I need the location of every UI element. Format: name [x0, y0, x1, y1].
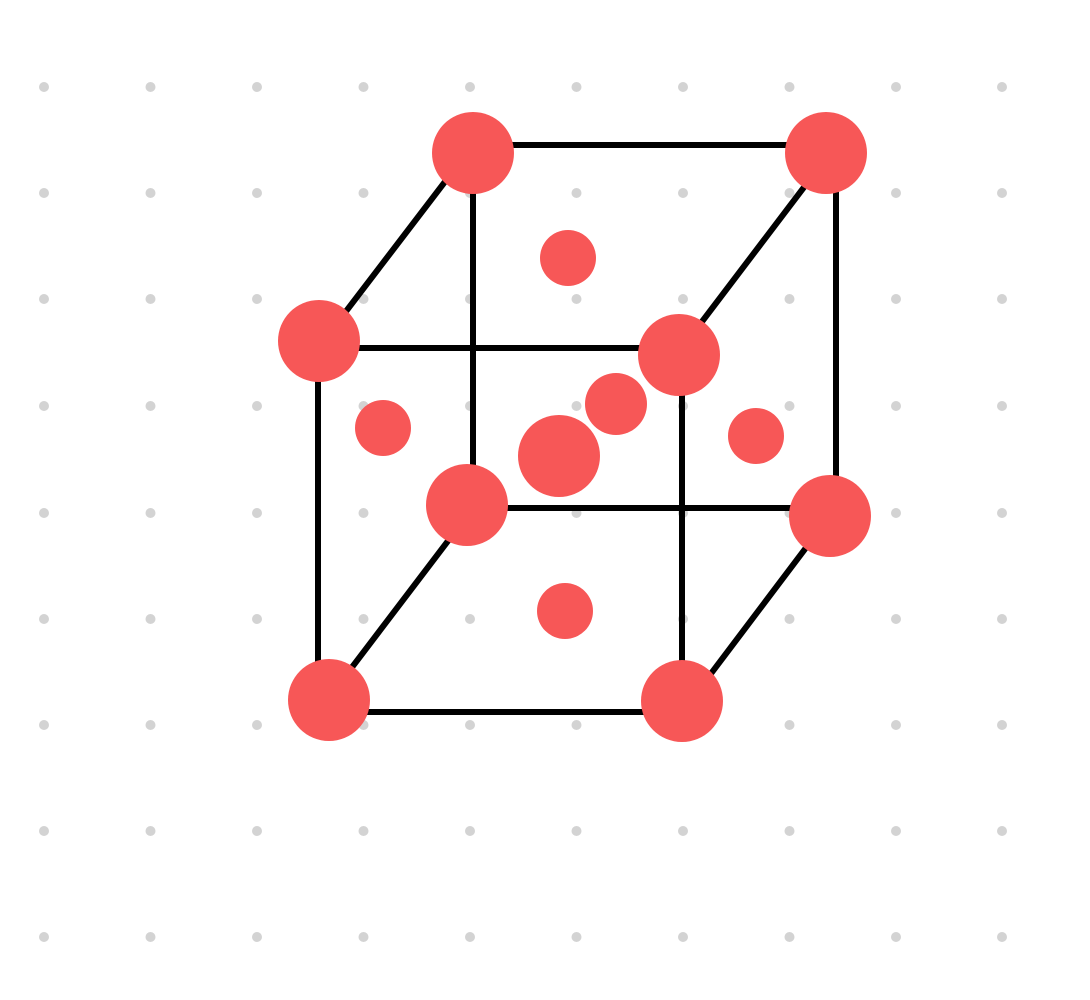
grid-dot — [465, 826, 475, 836]
grid-dot — [678, 82, 688, 92]
grid-dot — [252, 82, 262, 92]
grid-dot — [891, 294, 901, 304]
atom-face-right — [728, 408, 784, 464]
grid-dot — [39, 294, 49, 304]
grid-dot — [465, 614, 475, 624]
grid-dot — [571, 932, 582, 942]
atom-corner-front-top-left — [278, 300, 360, 382]
grid-dot — [145, 188, 156, 198]
grid-dot — [891, 401, 901, 411]
grid-dot — [252, 508, 262, 518]
grid-dot — [678, 188, 688, 198]
atom-corner-front-bottom-left — [288, 659, 370, 741]
grid-dot — [39, 720, 49, 730]
face-center-atoms — [355, 230, 784, 639]
grid-dot — [997, 508, 1007, 518]
atom-face-top — [540, 230, 596, 286]
grid-dot — [571, 720, 582, 730]
grid-dot — [891, 614, 901, 624]
grid-dot — [678, 932, 688, 942]
grid-dot — [465, 932, 475, 942]
grid-dot — [891, 720, 901, 730]
grid-dot — [252, 826, 262, 836]
grid-dot — [997, 401, 1007, 411]
grid-dot — [465, 720, 475, 730]
grid-dot — [891, 188, 901, 198]
grid-dot — [145, 294, 156, 304]
grid-dot — [891, 826, 901, 836]
grid-dot — [145, 508, 156, 518]
grid-dot — [784, 188, 795, 198]
grid-dot — [252, 614, 262, 624]
grid-dot — [784, 826, 795, 836]
grid-dot — [39, 82, 49, 92]
atom-face-left — [355, 400, 411, 456]
grid-dot — [358, 826, 369, 836]
grid-dot — [39, 826, 49, 836]
grid-dot — [678, 294, 688, 304]
grid-dot — [39, 401, 49, 411]
grid-dot — [145, 720, 156, 730]
grid-dot — [39, 508, 49, 518]
grid-dot — [39, 188, 49, 198]
grid-dot — [252, 401, 262, 411]
grid-dot — [997, 826, 1007, 836]
corner-atoms — [278, 112, 871, 742]
grid-dot — [358, 188, 369, 198]
grid-dot — [358, 614, 369, 624]
grid-dot — [39, 614, 49, 624]
grid-dot — [784, 720, 795, 730]
grid-dot — [145, 826, 156, 836]
grid-dot — [571, 826, 582, 836]
grid-dot — [571, 188, 582, 198]
atom-corner-back-bottom-left — [426, 464, 508, 546]
atom-corner-back-top-left — [432, 112, 514, 194]
grid-dot — [784, 294, 795, 304]
grid-dot — [358, 82, 369, 92]
grid-dot — [997, 82, 1007, 92]
grid-dot — [997, 720, 1007, 730]
grid-dot — [784, 932, 795, 942]
atom-face-bottom — [537, 583, 593, 639]
grid-dot — [252, 932, 262, 942]
atom-corner-front-top-right — [638, 314, 720, 396]
grid-dot — [145, 932, 156, 942]
grid-dot — [358, 932, 369, 942]
grid-dot — [997, 188, 1007, 198]
grid-dot — [891, 82, 901, 92]
grid-dot — [571, 401, 582, 411]
atom-corner-back-top-right — [785, 112, 867, 194]
atom-face-back — [585, 373, 647, 435]
grid-dot — [997, 932, 1007, 942]
grid-dot — [145, 614, 156, 624]
grid-dot — [891, 932, 901, 942]
grid-dot — [252, 720, 262, 730]
grid-dot — [784, 82, 795, 92]
atom-face-front — [518, 415, 600, 497]
atom-corner-front-bottom-right — [641, 660, 723, 742]
grid-dot — [784, 401, 795, 411]
grid-dot — [358, 508, 369, 518]
grid-dot — [678, 826, 688, 836]
grid-dot — [145, 401, 156, 411]
grid-dot — [252, 188, 262, 198]
grid-dot — [997, 294, 1007, 304]
grid-dot — [997, 614, 1007, 624]
atom-corner-back-bottom-right — [789, 475, 871, 557]
grid-dot — [465, 82, 475, 92]
grid-dot — [784, 614, 795, 624]
grid-dot — [571, 82, 582, 92]
grid-dot — [145, 82, 156, 92]
grid-dot — [571, 294, 582, 304]
grid-dot — [39, 932, 49, 942]
grid-dot — [252, 294, 262, 304]
grid-dot — [891, 508, 901, 518]
